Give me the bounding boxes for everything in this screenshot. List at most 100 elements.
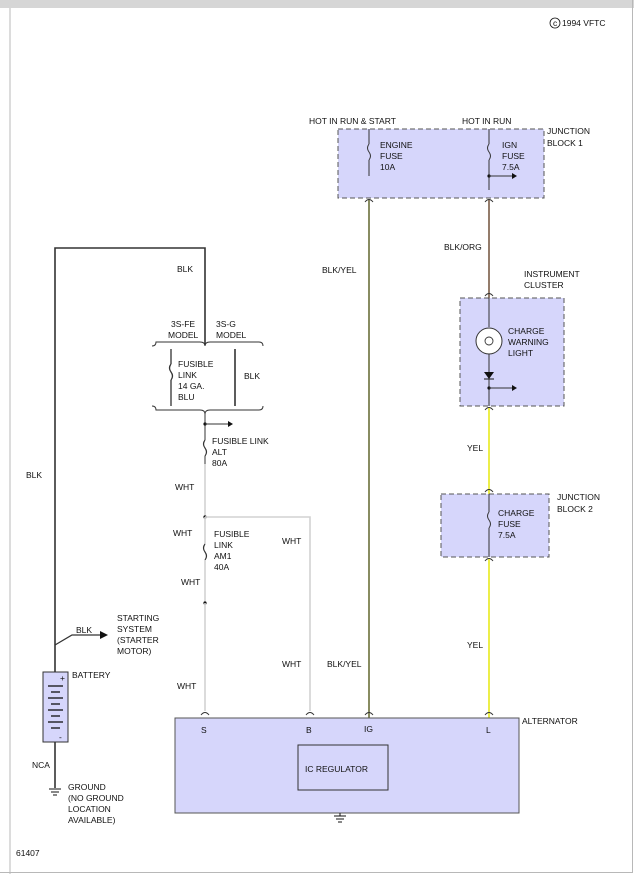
model-3sg-label-1: 3S-G bbox=[216, 319, 236, 329]
terminal-s-label: S bbox=[201, 725, 207, 735]
fusible-link-am1-label-2: LINK bbox=[214, 540, 233, 550]
ign-fuse-label-3: 7.5A bbox=[502, 162, 520, 172]
fusible-link-am1-label-3: AM1 bbox=[214, 551, 232, 561]
model-3sfe-label-2: MODEL bbox=[168, 330, 199, 340]
blk-yel-label-upper: BLK/YEL bbox=[322, 265, 357, 275]
fusible-link-14ga-label-1: FUSIBLE bbox=[178, 359, 214, 369]
alt-link-arrow-icon bbox=[228, 421, 233, 427]
cluster-arrow-icon bbox=[512, 385, 517, 391]
fusible-link-14ga-icon bbox=[168, 363, 174, 381]
model-3sg-label-2: MODEL bbox=[216, 330, 247, 340]
blk-left-label: BLK bbox=[26, 470, 42, 480]
wire-blk-starter bbox=[54, 634, 100, 646]
yel-label-upper: YEL bbox=[467, 443, 483, 453]
terminal-l-connector bbox=[484, 712, 494, 716]
blk-starter-label: BLK bbox=[76, 625, 92, 635]
ground-label-1: GROUND bbox=[68, 782, 106, 792]
wire-blk-main bbox=[54, 247, 206, 672]
hot-run-start-label: HOT IN RUN & START bbox=[309, 116, 396, 126]
model-3sfe-label-1: 3S-FE bbox=[171, 319, 195, 329]
junction-block-1 bbox=[337, 128, 545, 199]
starting-system-label-2: SYSTEM bbox=[117, 624, 152, 634]
starting-system-label-4: MOTOR) bbox=[117, 646, 151, 656]
ground-label-4: AVAILABLE) bbox=[68, 815, 116, 825]
charge-warning-light-bulb-icon bbox=[475, 327, 503, 355]
jb2-connector-bottom bbox=[484, 558, 494, 562]
jb2-connector-top bbox=[484, 489, 494, 493]
terminal-b-connector bbox=[305, 712, 315, 716]
blk-org-label: BLK/ORG bbox=[444, 242, 482, 252]
cluster-connector-bottom bbox=[484, 407, 494, 411]
junction-block-1-label-2: BLOCK 1 bbox=[547, 138, 583, 148]
fusible-link-am1-label-1: FUSIBLE bbox=[214, 529, 250, 539]
wire-wht-to-b bbox=[205, 516, 311, 711]
wht-label-4: WHT bbox=[181, 577, 200, 587]
charge-fuse-label-2: FUSE bbox=[498, 519, 521, 529]
battery-label: BATTERY bbox=[72, 670, 111, 680]
ign-fuse-icon bbox=[487, 143, 491, 161]
terminal-l-label: L bbox=[486, 725, 491, 735]
instrument-cluster-label-1: INSTRUMENT bbox=[524, 269, 580, 279]
junction-block-2-label-2: BLOCK 2 bbox=[557, 504, 593, 514]
copyright-symbol: c bbox=[553, 18, 558, 28]
cluster-connector-top bbox=[484, 293, 494, 297]
wht-label-2: WHT bbox=[282, 536, 301, 546]
ic-regulator-label: IC REGULATOR bbox=[305, 764, 368, 774]
fusible-link-alt-label-1: FUSIBLE LINK bbox=[212, 436, 269, 446]
wht-label-5: WHT bbox=[282, 659, 301, 669]
fusible-link-alt-icon bbox=[202, 439, 208, 457]
yel-label-lower: YEL bbox=[467, 640, 483, 650]
battery-plus-icon: + bbox=[60, 673, 65, 683]
fusible-link-alt-label-3: 80A bbox=[212, 458, 227, 468]
ground-label-2: (NO GROUND bbox=[68, 793, 124, 803]
charge-warning-light-label-3: LIGHT bbox=[508, 348, 533, 358]
copyright-icon bbox=[549, 17, 561, 29]
copyright-text: 1994 VFTC bbox=[562, 18, 605, 28]
jb1-connector-right bbox=[484, 199, 494, 203]
jb1-connector-left bbox=[364, 199, 374, 203]
wht-label-1: WHT bbox=[175, 482, 194, 492]
engine-fuse-label-2: FUSE bbox=[380, 151, 403, 161]
charge-fuse-icon bbox=[487, 511, 491, 529]
instrument-cluster-label-2: CLUSTER bbox=[524, 280, 564, 290]
starter-arrow-icon bbox=[100, 631, 108, 639]
wht-label-6: WHT bbox=[177, 681, 196, 691]
ground-label-3: LOCATION bbox=[68, 804, 111, 814]
charge-fuse-label-3: 7.5A bbox=[498, 530, 516, 540]
ign-fuse-label-1: IGN bbox=[502, 140, 517, 150]
ign-fuse-arrow-icon bbox=[512, 173, 517, 179]
bulb-filament-icon bbox=[484, 336, 494, 346]
terminal-b-label: B bbox=[306, 725, 312, 735]
fusible-link-am1-icon bbox=[202, 543, 208, 561]
battery-minus-icon: - bbox=[59, 732, 62, 742]
terminal-s-connector bbox=[200, 712, 210, 716]
ic-regulator bbox=[297, 744, 389, 791]
alternator-ground-icon bbox=[334, 813, 346, 823]
terminal-ig-connector bbox=[364, 712, 374, 716]
terminal-ig-label: IG bbox=[364, 724, 373, 734]
fusible-link-14ga-label-4: BLU bbox=[178, 392, 195, 402]
fusible-link-14ga-label-2: LINK bbox=[178, 370, 197, 380]
alternator-label: ALTERNATOR bbox=[522, 716, 578, 726]
ign-fuse-label-2: FUSE bbox=[502, 151, 525, 161]
fusible-link-am1-label-4: 40A bbox=[214, 562, 229, 572]
model-bracket-bottom bbox=[151, 405, 264, 415]
starting-system-label-1: STARTING bbox=[117, 613, 159, 623]
engine-fuse-label-1: ENGINE bbox=[380, 140, 413, 150]
starting-system-label-3: (STARTER bbox=[117, 635, 159, 645]
fusible-link-alt-label-2: ALT bbox=[212, 447, 227, 457]
engine-fuse-icon bbox=[367, 143, 371, 161]
charge-fuse-label-1: CHARGE bbox=[498, 508, 535, 518]
top-bar bbox=[0, 0, 634, 8]
junction-block-2 bbox=[440, 493, 550, 558]
model-bracket-top bbox=[151, 341, 264, 347]
fusible-link-14ga-label-3: 14 GA. bbox=[178, 381, 204, 391]
blk-3sg-label: BLK bbox=[244, 371, 260, 381]
charge-warning-light-label-2: WARNING bbox=[508, 337, 549, 347]
blk-yel-label-lower: BLK/YEL bbox=[327, 659, 362, 669]
hot-run-label: HOT IN RUN bbox=[462, 116, 511, 126]
figure-number: 61407 bbox=[16, 848, 40, 858]
